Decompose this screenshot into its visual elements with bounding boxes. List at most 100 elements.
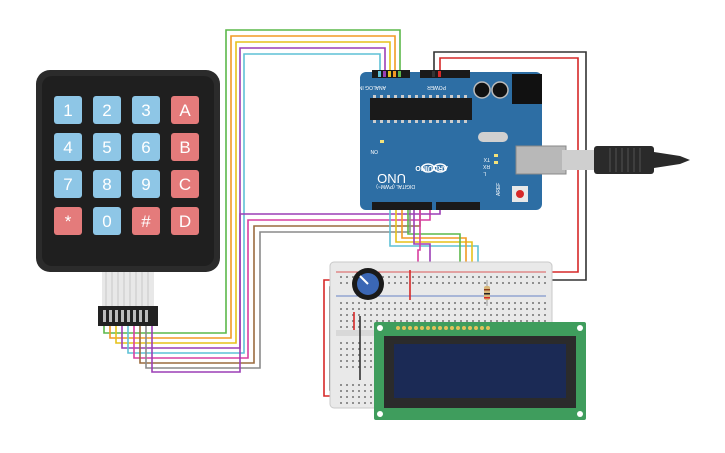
- key-label: A: [179, 101, 191, 120]
- key-label: 8: [102, 175, 111, 194]
- key-cap[interactable]: [171, 96, 199, 124]
- key-cap[interactable]: [171, 207, 199, 235]
- key-label: 5: [102, 138, 111, 157]
- lcd-mount-hole-tl: [377, 325, 383, 331]
- power-header: [420, 70, 470, 78]
- lcd-header-pins: [396, 326, 490, 330]
- lcd-mount-hole-bl: [377, 411, 383, 417]
- digital-header-b: [436, 202, 480, 210]
- lcd-mount-hole-br: [577, 411, 583, 417]
- l-label: L: [483, 170, 486, 176]
- key-cap[interactable]: [54, 207, 82, 235]
- key-cap[interactable]: [171, 170, 199, 198]
- key-cap[interactable]: [132, 170, 160, 198]
- on-label: ON: [370, 148, 378, 154]
- atmega-chip: [370, 98, 472, 120]
- potentiometer[interactable]: [352, 268, 384, 300]
- rx-label: RX: [482, 163, 490, 169]
- key-7[interactable]: 7: [54, 170, 82, 198]
- keypad-ribbon: [98, 272, 158, 326]
- key-b[interactable]: B: [171, 133, 199, 161]
- tx-led: [494, 154, 498, 157]
- crystal: [478, 132, 508, 142]
- lcd-screen: [394, 344, 566, 398]
- keypad-keys[interactable]: 1 2 3 A 4 5 6 B 7 8 9 C * 0 # D: [54, 96, 199, 235]
- arduino-brand: ARDUINO: [415, 164, 448, 171]
- wire-keypad-cyan: [127, 53, 381, 354]
- wire-keypad-purple: [121, 47, 386, 349]
- tx-label: TX: [483, 156, 490, 162]
- key-8[interactable]: 8: [93, 170, 121, 198]
- key-c[interactable]: C: [171, 170, 199, 198]
- key-hash[interactable]: #: [132, 207, 160, 235]
- key-label: 3: [141, 101, 150, 120]
- key-label: 7: [63, 175, 72, 194]
- key-label: 4: [63, 138, 72, 157]
- key-label: C: [179, 175, 191, 194]
- arduino-logo-icon: [421, 163, 447, 173]
- analog-pins: [378, 71, 441, 77]
- key-6[interactable]: 6: [132, 133, 160, 161]
- wire-keypad-orange: [109, 35, 396, 339]
- reset-button-cap[interactable]: [516, 190, 524, 198]
- key-cap[interactable]: [93, 170, 121, 198]
- aref-label: AREF: [496, 183, 502, 196]
- power-label: POWER: [427, 84, 446, 90]
- usb-port: [515, 145, 567, 175]
- keypad-wires: [103, 29, 441, 373]
- usb-cable: [562, 146, 690, 174]
- capacitor-2: [491, 81, 509, 99]
- key-cap[interactable]: [171, 133, 199, 161]
- key-cap[interactable]: [132, 207, 160, 235]
- key-star[interactable]: *: [54, 207, 82, 235]
- wire-keypad-yellow: [115, 41, 391, 344]
- key-a[interactable]: A: [171, 96, 199, 124]
- rx-led: [494, 161, 498, 164]
- capacitor-1: [473, 81, 491, 99]
- key-label: B: [179, 138, 190, 157]
- pot-indicator: [359, 275, 369, 285]
- key-cap[interactable]: [93, 96, 121, 124]
- key-cap[interactable]: [132, 96, 160, 124]
- key-9[interactable]: 9: [132, 170, 160, 198]
- keypad[interactable]: 1 2 3 A 4 5 6 B 7 8 9 C * 0 # D: [36, 70, 220, 326]
- wire-gnd-black: [433, 51, 587, 281]
- key-cap[interactable]: [132, 133, 160, 161]
- chip-legs: [373, 95, 467, 123]
- wire-keypad-gray: [145, 205, 411, 369]
- wire-5v-red: [439, 57, 579, 273]
- key-cap[interactable]: [93, 207, 121, 235]
- key-label: D: [179, 212, 191, 231]
- wire-keypad-green: [103, 29, 401, 334]
- wire-keypad-purple2: [151, 205, 441, 373]
- key-d[interactable]: D: [171, 207, 199, 235]
- key-3[interactable]: 3: [132, 96, 160, 124]
- on-led: [380, 140, 384, 143]
- key-label: 1: [63, 101, 72, 120]
- key-0[interactable]: 0: [93, 207, 121, 235]
- key-label: 2: [102, 101, 111, 120]
- key-cap[interactable]: [54, 133, 82, 161]
- resistor: [484, 280, 490, 306]
- dc-power-jack: [512, 74, 542, 104]
- key-cap[interactable]: [93, 133, 121, 161]
- key-label: *: [65, 212, 72, 231]
- key-label: 9: [141, 175, 150, 194]
- lcd-16x2[interactable]: [374, 322, 586, 420]
- digital-label: DIGITAL (PWM~): [376, 183, 415, 189]
- wire-keypad-pink: [133, 205, 431, 359]
- key-4[interactable]: 4: [54, 133, 82, 161]
- key-2[interactable]: 2: [93, 96, 121, 124]
- key-5[interactable]: 5: [93, 133, 121, 161]
- analog-label: ANALOG IN: [358, 84, 386, 90]
- lcd-mount-hole-tr: [577, 325, 583, 331]
- key-1[interactable]: 1: [54, 96, 82, 124]
- arduino-model: UNO: [377, 171, 406, 186]
- key-cap[interactable]: [54, 96, 82, 124]
- key-label: 0: [102, 212, 111, 231]
- key-label: #: [141, 212, 151, 231]
- key-cap[interactable]: [54, 170, 82, 198]
- arduino-board[interactable]: ANALOG IN POWER DIGITAL (PWM~) ARDUINO U…: [358, 70, 567, 210]
- key-label: 6: [141, 138, 150, 157]
